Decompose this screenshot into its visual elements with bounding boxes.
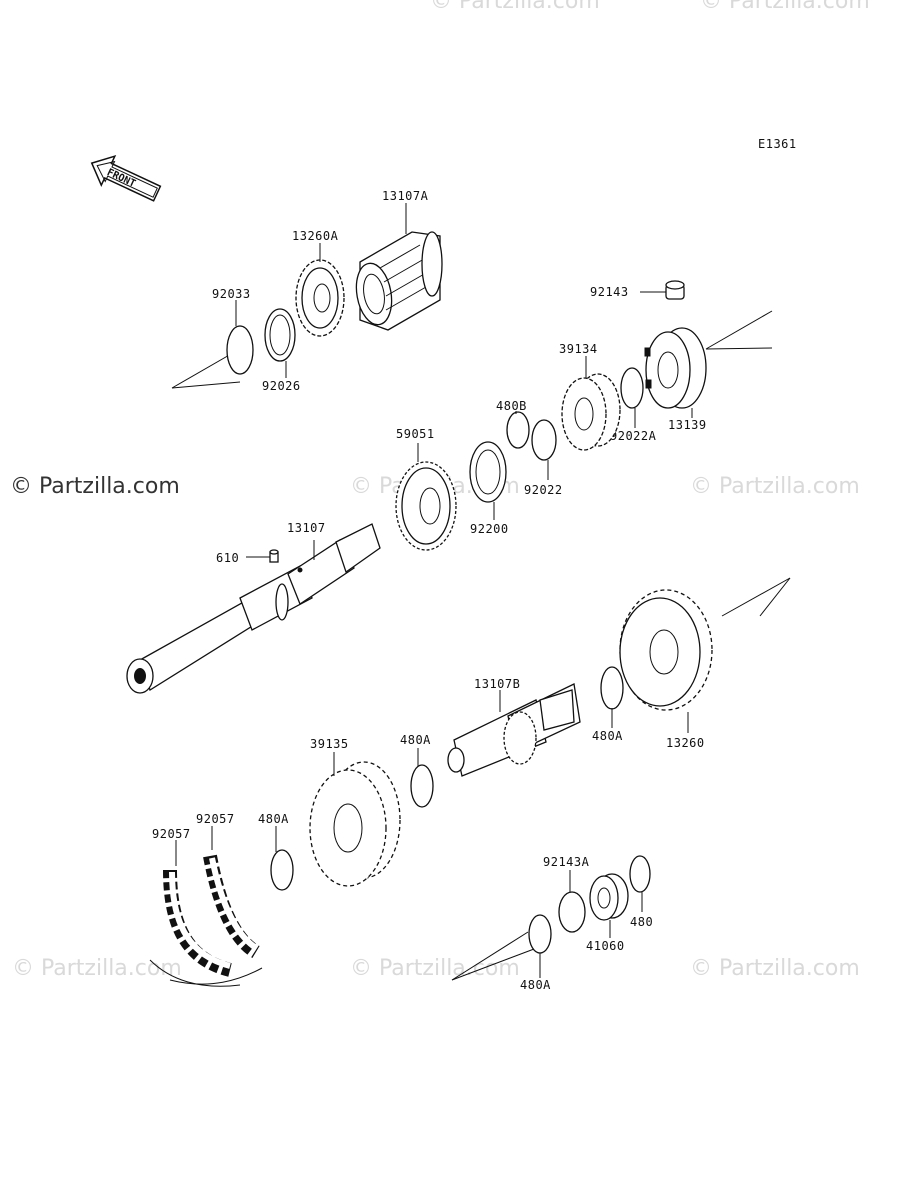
washer-92022 xyxy=(531,419,557,461)
part-label-92057-2: 92057 xyxy=(196,812,235,826)
part-label-92022: 92022 xyxy=(524,483,563,497)
gear-13260 xyxy=(619,589,713,711)
watermark: © Partzilla.com xyxy=(700,0,870,14)
circlip-480B xyxy=(506,411,530,449)
part-label-480A-1: 480A xyxy=(592,729,623,743)
circlip-480A-3 xyxy=(270,849,294,891)
part-label-92026: 92026 xyxy=(262,379,301,393)
watermark: © Partzilla.com xyxy=(350,956,520,981)
part-label-13139: 13139 xyxy=(668,418,707,432)
part-label-480A-4: 480A xyxy=(520,978,551,992)
part-label-92057-1: 92057 xyxy=(152,827,191,841)
circlip-480 xyxy=(629,855,651,893)
part-label-610: 610 xyxy=(216,551,239,565)
part-label-92033: 92033 xyxy=(212,287,251,301)
shaft-13107 xyxy=(126,523,381,694)
part-label-92143A: 92143A xyxy=(543,855,590,869)
gear-39135 xyxy=(309,761,401,887)
circlip-480A-4 xyxy=(528,914,552,954)
watermark-main: © Partzilla.com xyxy=(10,474,180,499)
watermark: © Partzilla.com xyxy=(690,474,860,499)
part-label-13260: 13260 xyxy=(666,736,705,750)
part-label-13107A: 13107A xyxy=(382,189,429,203)
collar-92143A xyxy=(558,891,586,933)
chain-92057-1 xyxy=(149,869,241,987)
part-label-480B: 480B xyxy=(496,399,527,413)
part-label-92200: 92200 xyxy=(470,522,509,536)
circlip-480A-1 xyxy=(600,666,624,710)
part-label-59051: 59051 xyxy=(396,427,435,441)
part-label-92143: 92143 xyxy=(590,285,629,299)
sleeve-13107A xyxy=(355,231,443,331)
hub-41060 xyxy=(589,873,629,921)
part-label-39134: 39134 xyxy=(559,342,598,356)
part-label-480A-3: 480A xyxy=(258,812,289,826)
front-arrow-icon: FRONT xyxy=(90,155,162,202)
watermark: © Partzilla.com xyxy=(12,956,182,981)
gear-59051 xyxy=(395,461,457,551)
washer-92022A xyxy=(620,367,644,409)
watermark: © Partzilla.com xyxy=(690,956,860,981)
circlip-480A-2 xyxy=(410,764,434,808)
part-label-92022A: 92022A xyxy=(610,429,657,443)
part-label-41060: 41060 xyxy=(586,939,625,953)
gear-13139 xyxy=(644,327,707,409)
gear-13260A xyxy=(295,259,345,337)
washer-92200 xyxy=(469,441,507,503)
chain-92057-2 xyxy=(169,854,263,985)
collar-92143 xyxy=(665,280,685,300)
watermark: © Partzilla.com xyxy=(430,0,600,14)
pin-610 xyxy=(269,549,279,563)
part-label-13107B: 13107B xyxy=(474,677,520,691)
circlip-92033 xyxy=(226,325,254,375)
shaft-13107B xyxy=(447,683,581,777)
gear-39134 xyxy=(561,373,621,451)
part-label-480: 480 xyxy=(630,915,653,929)
part-label-13107: 13107 xyxy=(287,521,326,535)
part-label-13260A: 13260A xyxy=(292,229,339,243)
part-label-480A-2: 480A xyxy=(400,733,431,747)
diagram-code: E1361 xyxy=(758,137,797,151)
part-label-39135: 39135 xyxy=(310,737,349,751)
